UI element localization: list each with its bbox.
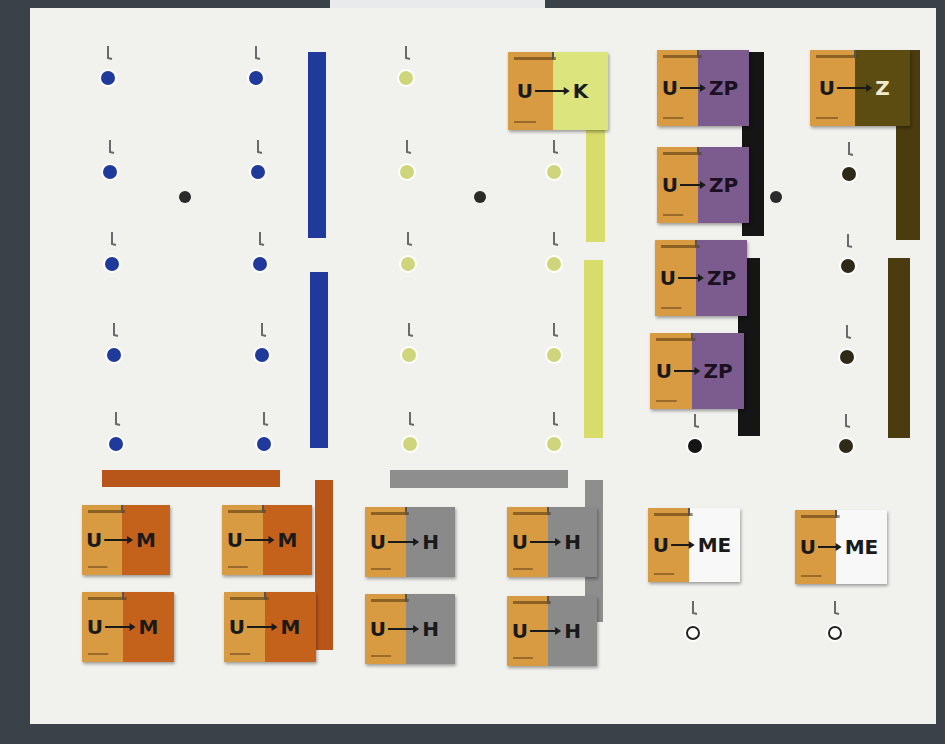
source-code: U: [653, 535, 669, 555]
card-arrow: [678, 277, 699, 279]
target-code: ZP: [707, 268, 736, 288]
card-arrow: [674, 370, 695, 372]
kanban-card: UH: [365, 594, 455, 664]
target-code: ZP: [709, 78, 738, 98]
source-code: U: [512, 621, 528, 641]
card-arrow: [530, 630, 556, 632]
target-code: Z: [875, 78, 890, 98]
source-code: U: [660, 268, 676, 288]
source-code: U: [662, 78, 678, 98]
kanban-card: UM: [82, 592, 174, 662]
card-arrow: [535, 90, 565, 92]
card-arrow: [837, 87, 867, 89]
source-code: U: [800, 537, 816, 557]
source-code: U: [227, 530, 243, 550]
target-code: ME: [698, 535, 732, 555]
card-arrow: [388, 628, 414, 630]
kanban-card: U ZP: [657, 50, 749, 126]
target-code: H: [564, 621, 581, 641]
kanban-card: U ZP: [655, 240, 747, 316]
source-code: U: [86, 530, 102, 550]
source-code: U: [370, 619, 386, 639]
source-code: U: [87, 617, 103, 637]
kanban-card: U ZP: [657, 147, 749, 223]
card-arrow: [104, 539, 128, 541]
card-arrow: [818, 546, 837, 548]
source-code: U: [819, 78, 835, 98]
kanban-card: UM: [222, 505, 312, 575]
card-arrow: [388, 541, 414, 543]
kanban-card: UK: [508, 52, 608, 130]
kanban-card: UZ: [810, 50, 910, 126]
source-code: U: [656, 361, 672, 381]
target-code: ME: [845, 537, 879, 557]
target-code: H: [564, 532, 581, 552]
target-code: ZP: [709, 175, 738, 195]
source-code: U: [517, 81, 533, 101]
target-code: M: [281, 617, 301, 637]
kanban-card: UH: [507, 596, 597, 666]
target-code: M: [139, 617, 159, 637]
kanban-card: UM: [224, 592, 316, 662]
card-arrow: [245, 539, 270, 541]
kanban-card: UM: [82, 505, 170, 575]
card-arrow: [680, 87, 701, 89]
target-code: H: [422, 619, 439, 639]
source-code: U: [662, 175, 678, 195]
kanban-card: UH: [365, 507, 455, 577]
card-arrow: [671, 544, 690, 546]
target-code: M: [278, 530, 298, 550]
target-code: K: [573, 81, 589, 101]
target-code: H: [422, 532, 439, 552]
kanban-card: UH: [507, 507, 597, 577]
source-code: U: [512, 532, 528, 552]
source-code: U: [229, 617, 245, 637]
source-code: U: [370, 532, 386, 552]
card-arrow: [530, 541, 556, 543]
card-arrow: [247, 626, 273, 628]
target-code: ZP: [703, 361, 732, 381]
kanban-card: U ZP: [650, 333, 744, 409]
card-arrow: [105, 626, 131, 628]
kanban-card: U ME: [795, 510, 887, 584]
card-arrow: [680, 184, 701, 186]
kanban-card: U ME: [648, 508, 740, 582]
target-code: M: [136, 530, 156, 550]
